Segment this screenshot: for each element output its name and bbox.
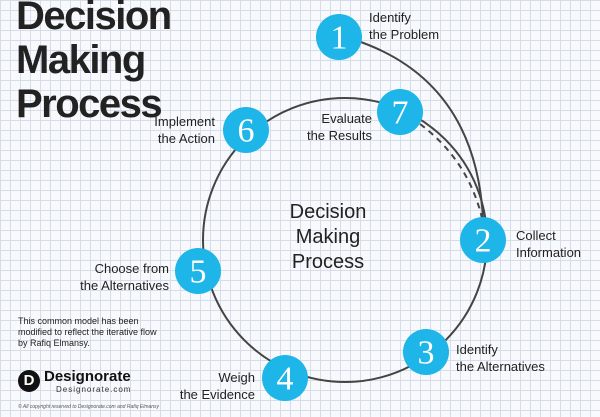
step-number-2: 2 bbox=[475, 223, 492, 260]
step-number-5: 5 bbox=[190, 254, 207, 291]
title-line-1: Decision bbox=[16, 0, 172, 38]
page-title: Decision Making Process bbox=[16, 0, 172, 126]
step-node-6: 6 bbox=[223, 107, 269, 153]
step-number-3: 3 bbox=[418, 335, 435, 372]
brand-logo[interactable]: D Designorate Designorate.com bbox=[18, 368, 168, 398]
step-label-6: Implement the Action bbox=[154, 114, 215, 146]
brand-url: Designorate.com bbox=[56, 385, 132, 394]
title-line-2: Making bbox=[16, 38, 146, 82]
step-label-2: Collect Information bbox=[516, 228, 582, 260]
step-number-1: 1 bbox=[331, 20, 348, 57]
step-label-7: Evaluate the Results bbox=[306, 111, 372, 143]
brand-mark-icon: D bbox=[18, 370, 40, 392]
step-number-6: 6 bbox=[238, 113, 255, 150]
step-node-1: 1 bbox=[316, 14, 362, 60]
step-node-4: 4 bbox=[262, 355, 308, 401]
connector-1-to-2 bbox=[354, 39, 484, 219]
step-number-4: 4 bbox=[277, 361, 294, 398]
step-label-5: Choose from the Alternatives bbox=[80, 261, 169, 293]
model-note: This common model has been modified to r… bbox=[18, 316, 157, 348]
step-label-3: Identify the Alternatives bbox=[456, 342, 545, 374]
title-line-3: Process bbox=[16, 82, 163, 126]
center-title: Decision Making Process bbox=[289, 201, 367, 273]
step-node-7: 7 bbox=[377, 89, 423, 135]
step-node-5: 5 bbox=[175, 248, 221, 294]
step-node-3: 3 bbox=[403, 329, 449, 375]
step-label-4: Weigh the Evidence bbox=[179, 370, 255, 402]
brand-name: Designorate bbox=[44, 368, 131, 385]
dashed-connector-7-to-2 bbox=[419, 123, 483, 219]
step-number-7: 7 bbox=[392, 95, 409, 132]
step-label-1: Identify the Problem bbox=[369, 10, 440, 42]
copyright-text: © All copyright reserved to Designorate.… bbox=[18, 404, 160, 410]
step-node-2: 2 bbox=[460, 217, 506, 263]
